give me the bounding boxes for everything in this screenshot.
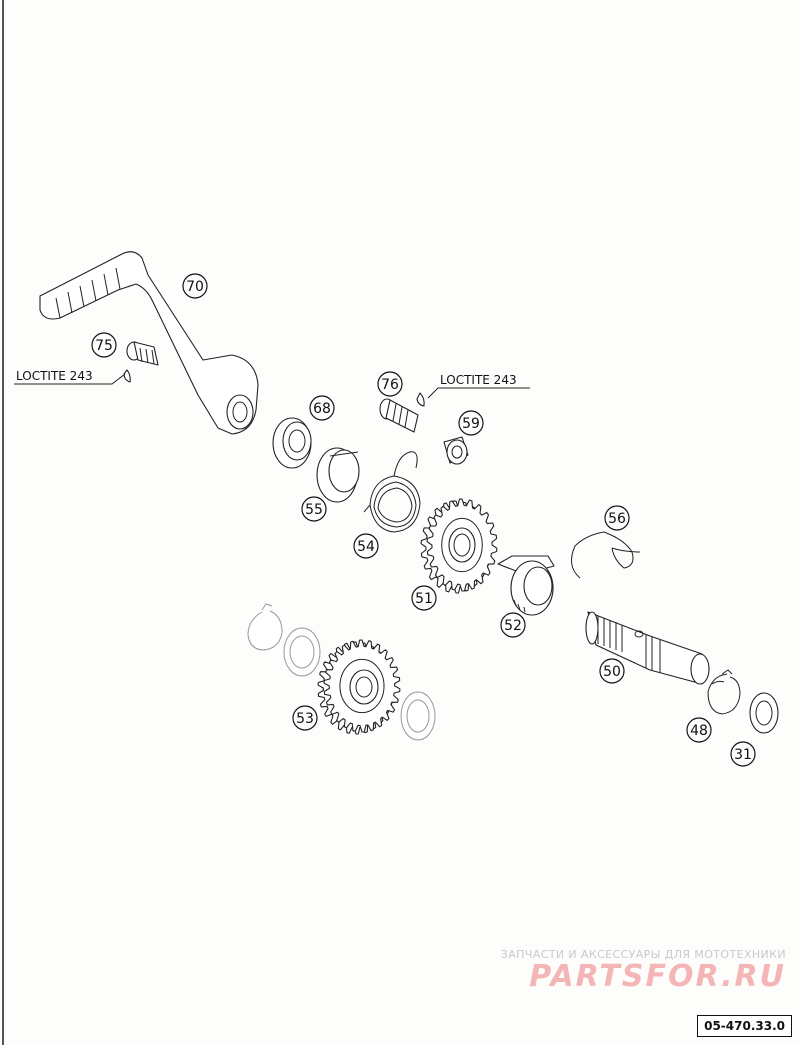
circlip-48-drawing xyxy=(707,669,741,715)
part-label-51: 51 xyxy=(415,591,433,607)
callout-52: 52 xyxy=(500,612,526,638)
part-label-70: 70 xyxy=(186,279,204,295)
part-label-55: 55 xyxy=(305,502,323,518)
part-label-48: 48 xyxy=(690,723,708,739)
watermark-brand-logo: PARTSFOR.RU xyxy=(529,959,786,994)
clip-56-drawing xyxy=(570,531,641,579)
watermark: ЗАПЧАСТИ И АКСЕССУАРЫ ДЛЯ МОТОТЕХНИКИ PA… xyxy=(501,948,786,993)
part-label-68: 68 xyxy=(313,401,331,417)
part-label-76: 76 xyxy=(381,377,399,393)
part-label-31: 31 xyxy=(734,747,752,763)
callout-55: 55 xyxy=(301,496,327,522)
page-border-line xyxy=(2,0,4,1045)
washer-31-drawing xyxy=(749,692,779,734)
ratchet-52-drawing xyxy=(497,555,555,616)
part-label-50: 50 xyxy=(603,664,621,680)
callout-68: 68 xyxy=(309,395,335,421)
callout-59: 59 xyxy=(458,410,484,436)
loctite-note-left: LOCTITE 243 xyxy=(16,369,93,383)
loctite-note-right: LOCTITE 243 xyxy=(440,373,517,387)
part-label-56: 56 xyxy=(608,511,626,527)
gear53-hub-ring xyxy=(339,658,385,714)
callout-70: 70 xyxy=(182,273,208,299)
callout-51: 51 xyxy=(411,585,437,611)
part-label-59: 59 xyxy=(462,416,480,432)
spring-guide-55-drawing xyxy=(316,447,360,503)
spring-54-drawing xyxy=(363,451,421,533)
callout-56: 56 xyxy=(604,505,630,531)
callout-31: 31 xyxy=(730,741,756,767)
callout-48: 48 xyxy=(686,717,712,743)
callout-53: 53 xyxy=(292,705,318,731)
callout-75: 75 xyxy=(91,332,117,358)
bushing-59-drawing xyxy=(443,436,469,465)
shaft-50-drawing xyxy=(585,611,710,685)
drawing-code: 05-470.33.0 xyxy=(697,1015,792,1037)
callout-76: 76 xyxy=(377,371,403,397)
gear-51-drawing xyxy=(420,498,498,594)
part-label-54: 54 xyxy=(357,539,375,555)
loctite-leaders xyxy=(14,373,530,399)
part-label-75: 75 xyxy=(95,338,113,354)
bolt-75-drawing xyxy=(123,341,159,383)
gear51-hub-ring xyxy=(441,517,483,573)
callout-50: 50 xyxy=(599,658,625,684)
kick-lever-drawing xyxy=(39,251,259,435)
idler-gear-group-drawing xyxy=(247,603,436,741)
callout-54: 54 xyxy=(353,533,379,559)
bolt-76-drawing xyxy=(379,392,425,433)
watermark-tagline: ЗАПЧАСТИ И АКСЕССУАРЫ ДЛЯ МОТОТЕХНИКИ xyxy=(500,948,786,961)
part-label-52: 52 xyxy=(504,618,522,634)
washer-68-drawing xyxy=(272,417,312,469)
part-label-53: 53 xyxy=(296,711,314,727)
